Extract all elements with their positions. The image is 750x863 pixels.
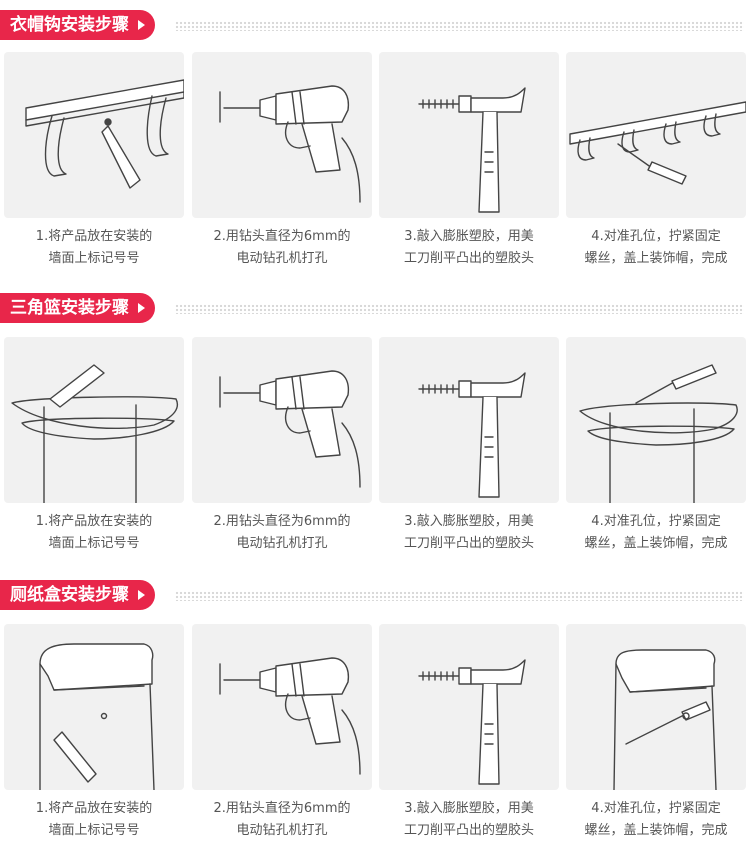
caption-line: 1.将产品放在安装的	[35, 229, 153, 244]
caption-line: 墙面上标记号号	[48, 823, 140, 838]
caption-line: 墙面上标记号号	[48, 251, 140, 266]
drill-icon	[192, 337, 372, 503]
section-tissue-box: 厕纸盒安装步骤	[0, 576, 750, 616]
triangle-arrow-icon	[138, 20, 145, 30]
section-header: 衣帽钩安装步骤	[0, 6, 750, 46]
step-caption: 1.将产品放在安装的 墙面上标记号号	[4, 511, 184, 555]
caption-line: 电动钻孔机打孔	[236, 251, 328, 266]
step-caption: 4.对准孔位，拧紧固定 螺丝，盖上装饰帽，完成	[566, 226, 746, 270]
step-caption: 3.敲入膨胀塑胶，用美 工刀削平凸出的塑胶头	[379, 798, 559, 842]
coat-hook-screw-icon	[566, 52, 746, 218]
hammer-icon	[379, 52, 559, 218]
step-caption: 4.对准孔位，拧紧固定 螺丝，盖上装饰帽，完成	[566, 798, 746, 842]
caption-line: 螺丝，盖上装饰帽，完成	[584, 251, 728, 266]
triangle-arrow-icon	[138, 303, 145, 313]
caption-line: 2.用钻头直径为6mm的	[213, 514, 351, 529]
hammer-icon	[379, 624, 559, 790]
step-caption: 3.敲入膨胀塑胶，用美 工刀削平凸出的塑胶头	[379, 511, 559, 555]
caption-line: 3.敲入膨胀塑胶，用美	[404, 229, 534, 244]
caption-line: 工刀削平凸出的塑胶头	[403, 823, 534, 838]
caption-line: 墙面上标记号号	[48, 536, 140, 551]
drill-icon	[192, 52, 372, 218]
section-corner-basket: 三角篮安装步骤	[0, 289, 750, 329]
caption-line: 螺丝，盖上装饰帽，完成	[584, 823, 728, 838]
hammer-icon	[379, 337, 559, 503]
step-caption: 1.将产品放在安装的 墙面上标记号号	[4, 226, 184, 270]
step-caption: 3.敲入膨胀塑胶，用美 工刀削平凸出的塑胶头	[379, 226, 559, 270]
section-title-banner: 厕纸盒安装步骤	[0, 580, 155, 610]
tissue-box-mark-icon	[4, 624, 184, 790]
caption-line: 1.将产品放在安装的	[35, 801, 153, 816]
section-coat-hook: 衣帽钩安装步骤	[0, 6, 750, 46]
caption-line: 2.用钻头直径为6mm的	[213, 229, 351, 244]
caption-line: 电动钻孔机打孔	[236, 536, 328, 551]
step-caption: 2.用钻头直径为6mm的 电动钻孔机打孔	[192, 511, 372, 555]
caption-line: 工刀削平凸出的塑胶头	[403, 536, 534, 551]
caption-line: 工刀削平凸出的塑胶头	[403, 251, 534, 266]
coat-hook-mark-icon	[4, 52, 184, 218]
corner-basket-mark-icon	[4, 337, 184, 503]
tissue-box-screw-icon	[566, 624, 746, 790]
caption-line: 4.对准孔位，拧紧固定	[591, 801, 721, 816]
dotted-divider	[175, 591, 744, 601]
caption-line: 2.用钻头直径为6mm的	[213, 801, 351, 816]
section-title: 三角篮安装步骤	[10, 298, 129, 318]
caption-line: 4.对准孔位，拧紧固定	[591, 229, 721, 244]
triangle-arrow-icon	[138, 590, 145, 600]
step-caption: 2.用钻头直径为6mm的 电动钻孔机打孔	[192, 798, 372, 842]
caption-line: 3.敲入膨胀塑胶，用美	[404, 514, 534, 529]
caption-line: 3.敲入膨胀塑胶，用美	[404, 801, 534, 816]
caption-line: 1.将产品放在安装的	[35, 514, 153, 529]
section-title: 衣帽钩安装步骤	[10, 15, 129, 35]
caption-line: 螺丝，盖上装饰帽，完成	[584, 536, 728, 551]
section-title-banner: 三角篮安装步骤	[0, 293, 155, 323]
section-title: 厕纸盒安装步骤	[10, 585, 129, 605]
section-header: 厕纸盒安装步骤	[0, 576, 750, 616]
dotted-divider	[175, 304, 744, 314]
corner-basket-screw-icon	[566, 337, 746, 503]
step-caption: 1.将产品放在安装的 墙面上标记号号	[4, 798, 184, 842]
caption-line: 电动钻孔机打孔	[236, 823, 328, 838]
caption-line: 4.对准孔位，拧紧固定	[591, 514, 721, 529]
section-header: 三角篮安装步骤	[0, 289, 750, 329]
drill-icon	[192, 624, 372, 790]
step-caption: 4.对准孔位，拧紧固定 螺丝，盖上装饰帽，完成	[566, 511, 746, 555]
dotted-divider	[175, 21, 744, 31]
step-caption: 2.用钻头直径为6mm的 电动钻孔机打孔	[192, 226, 372, 270]
section-title-banner: 衣帽钩安装步骤	[0, 10, 155, 40]
